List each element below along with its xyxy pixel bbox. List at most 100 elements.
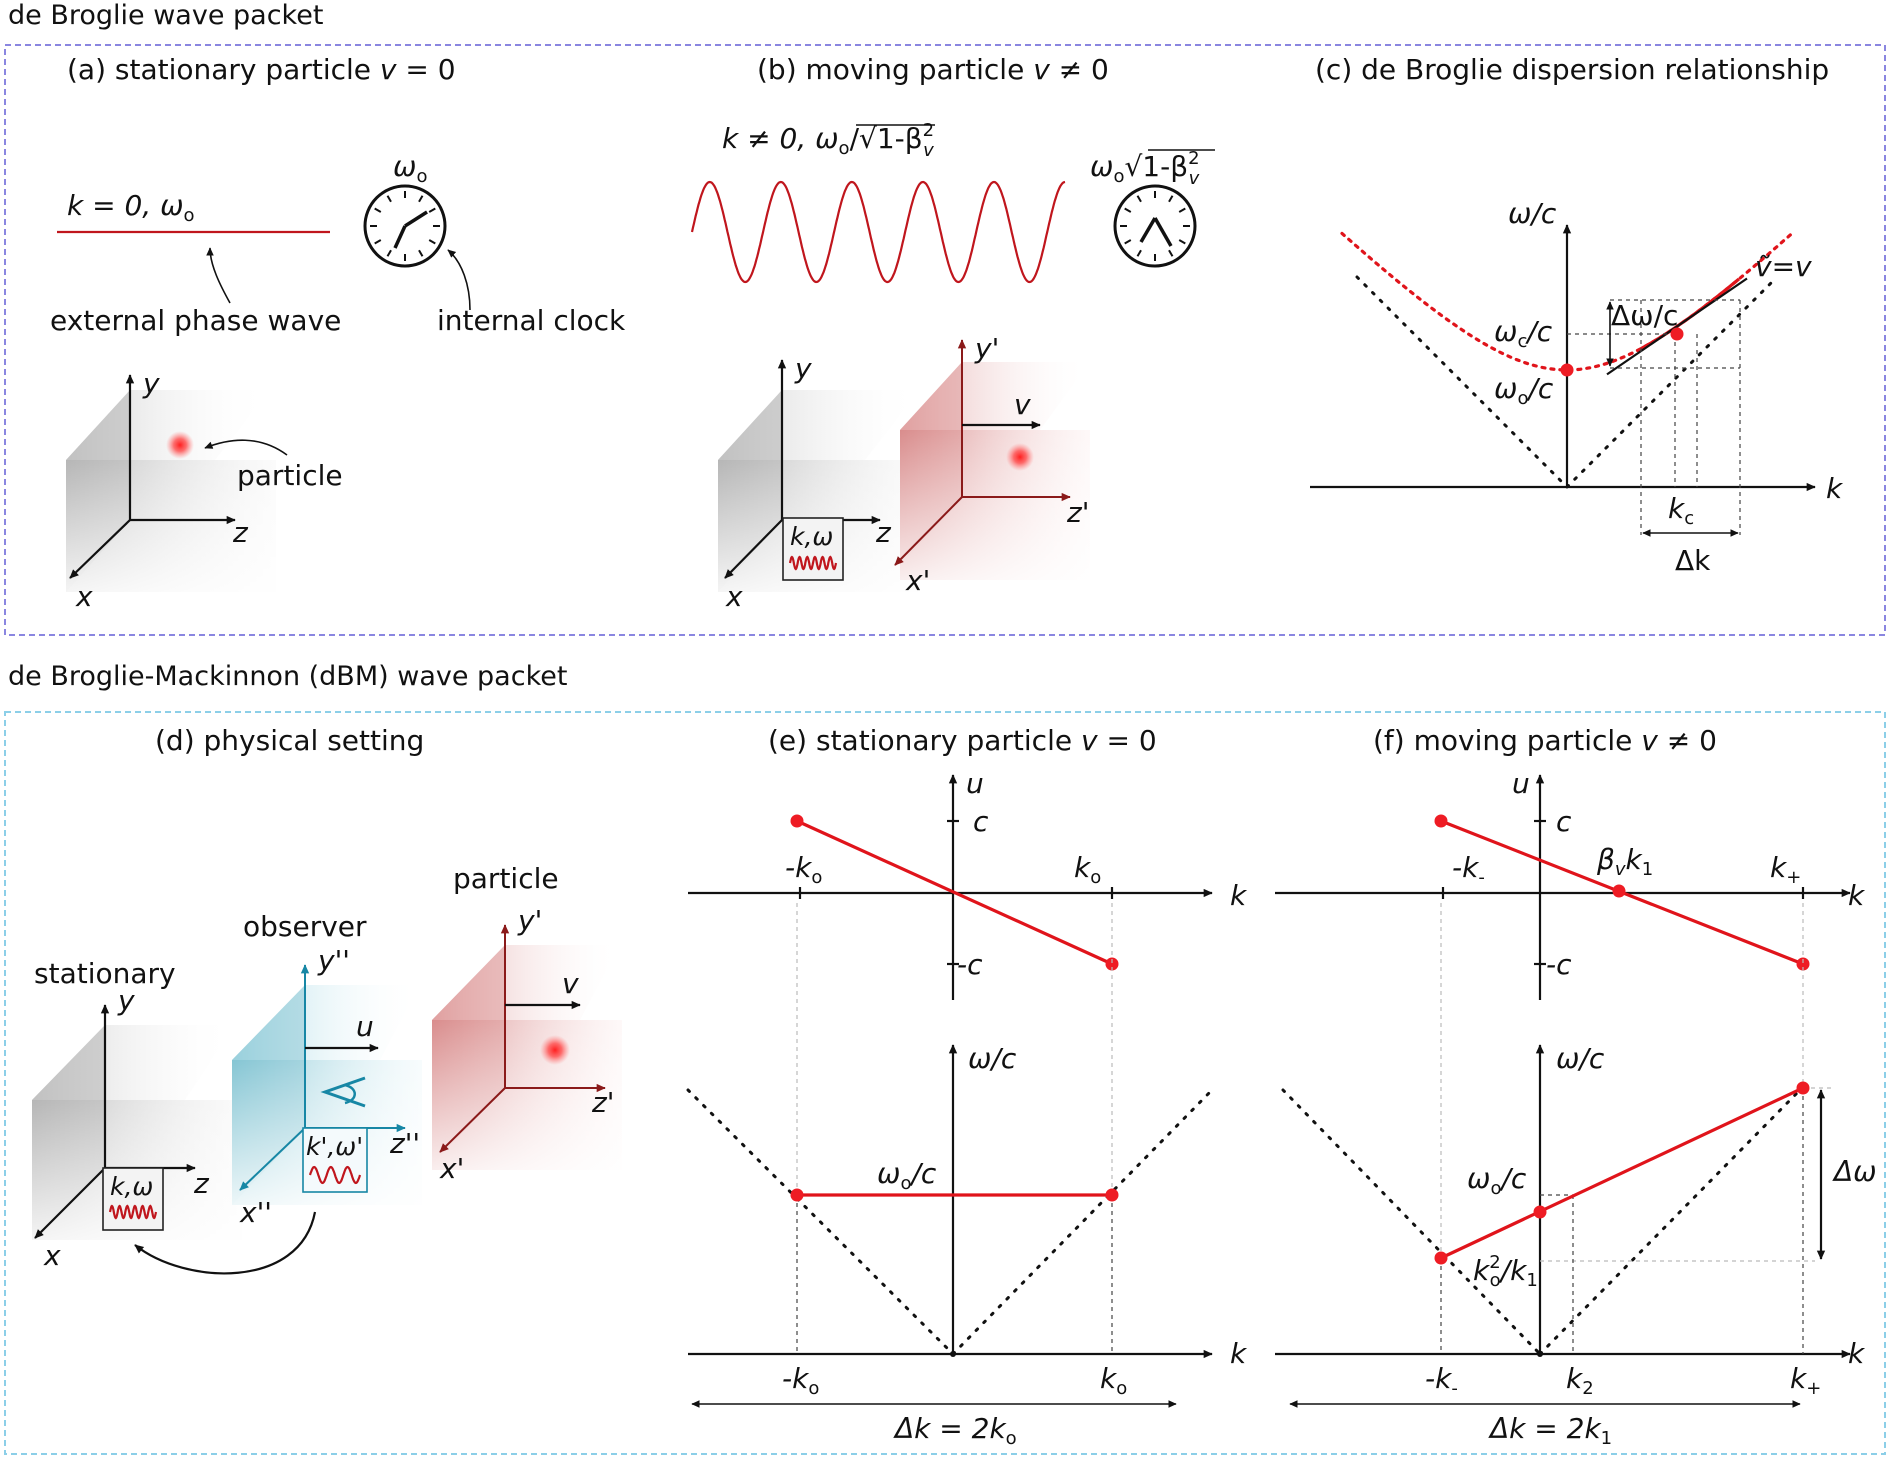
panel-d-title: (d) physical setting (155, 724, 424, 757)
panel-f-light-line-right (1538, 1088, 1802, 1356)
panel-e-u-point-right (1105, 957, 1119, 971)
panel-b-kw-label: k,ω (790, 522, 833, 551)
panel-f-upper-k-label: k (1848, 879, 1866, 912)
panel-a: (a) stationary particle v = 0 k = 0, ωo … (50, 53, 626, 613)
panel-c-rest-point (1560, 363, 1574, 377)
panel-f: (f) moving particle v ≠ 0 u c -c k -k- k… (1275, 724, 1877, 1449)
panel-f-title: (f) moving particle v ≠ 0 (1373, 724, 1717, 757)
panel-e-upper-neg-k-label: -ko (785, 851, 822, 888)
panel-b-velocity-label: v (1014, 388, 1031, 421)
panel-a-x-axis (69, 519, 131, 579)
panel-d-z1-label: z' (591, 1086, 614, 1119)
panel-d-particle-label: particle (453, 862, 559, 895)
panel-c-k-c-label: kc (1668, 492, 1694, 529)
panel-d-x2-label: x'' (239, 1196, 272, 1229)
panel-e-origin (950, 1351, 956, 1357)
panel-a-particle-label: particle (237, 459, 343, 492)
panel-b-kw-box (782, 517, 844, 581)
panel-b-y-prime-label: y' (974, 332, 999, 365)
panel-b-x-prime-label: x' (905, 564, 930, 597)
panel-d-y1-label: y' (517, 904, 542, 937)
panel-d-observer-kw-label: k',ω' (306, 1132, 363, 1161)
panel-b-moving-frame-box (900, 362, 1110, 580)
panel-a-z-label: z (232, 516, 249, 549)
panel-d-v-label: v (562, 967, 579, 1000)
panel-f-light-line-left (1281, 1088, 1542, 1356)
eye-icon (320, 1076, 366, 1108)
panel-d-z-label: z (193, 1167, 210, 1200)
panel-f-u-point-left (1434, 814, 1448, 828)
panel-e-lower-neg-k-label: -ko (782, 1362, 819, 1399)
panel-d-y-label: y (117, 984, 135, 1017)
panel-b-title: (b) moving particle v ≠ 0 (757, 53, 1109, 86)
panel-e-u-point-left (790, 814, 804, 828)
panel-d-observer-label: observer (243, 910, 367, 943)
panel-c-omega-o-label: ωo/c (1494, 372, 1554, 409)
panel-d-particle-frame-box (432, 945, 632, 1170)
panel-d-x-label: x (43, 1239, 61, 1272)
panel-f-c-label: c (1556, 805, 1572, 838)
panel-b-clock-icon (1113, 184, 1197, 268)
panel-d-z2-label: z'' (389, 1127, 420, 1160)
panel-d-observer-mini-wave (308, 1165, 362, 1185)
panel-d-x1-label: x' (439, 1152, 464, 1185)
panel-b-z-prime-label: z' (1066, 496, 1089, 529)
panel-b-x-axis (724, 519, 783, 579)
panel-c-v-tilde-label: ṽ=v (1755, 250, 1812, 283)
panel-a-wave-arrow (206, 247, 231, 304)
panel-c-delta-omega-label: Δω/c (1611, 299, 1678, 332)
panel-d-x2-axis (239, 1127, 306, 1191)
panel-f-u-label: u (1512, 767, 1530, 800)
section-title-bottom: de Broglie-Mackinnon (dBM) wave packet (8, 661, 567, 692)
panel-e-upper-pos-k-label: ko (1074, 851, 1101, 888)
panel-a-x-label: x (75, 580, 93, 613)
panel-e-lower-pos-k-label: ko (1100, 1362, 1127, 1399)
panel-d-stationary-kw-label: k,ω (110, 1172, 153, 1201)
panel-f-omega-point-right (1796, 1081, 1810, 1095)
panel-a-internal-clock: internal clock (437, 304, 626, 337)
panel-f-omega-point-left (1434, 1251, 1448, 1265)
bottom-section-frame (4, 711, 1886, 1455)
panel-f-lower-pos-k-label: k+ (1790, 1362, 1821, 1399)
panel-f-omega-label: ωo/c (1467, 1162, 1527, 1199)
panel-b-y-label: y (794, 352, 812, 385)
panel-e-lower-k-label: k (1230, 1337, 1248, 1370)
panel-c-center-point (1670, 327, 1684, 341)
panel-a-external-phase-wave: external phase wave (50, 304, 341, 337)
panel-d-x-axis (34, 1167, 106, 1239)
panel-e-light-line-right (951, 1088, 1214, 1356)
panel-f-origin (1537, 1351, 1543, 1357)
panel-e-omega-point-right (1105, 1188, 1119, 1202)
panel-e-omega-label: ωo/c (877, 1157, 937, 1194)
panel-c-k-label: k (1826, 472, 1844, 505)
panel-e-omega-axis-label: ω/c (968, 1042, 1017, 1075)
panel-f-omega-point-mid (1533, 1205, 1547, 1219)
panel-f-u-point-right (1796, 957, 1810, 971)
panel-f-delta-omega-label: Δω (1832, 1155, 1877, 1188)
panel-d-stationary-kw-box (102, 1167, 164, 1231)
panel-e-title: (e) stationary particle v = 0 (768, 724, 1157, 757)
top-section-frame (4, 44, 1886, 636)
panel-e-upper-k-label: k (1230, 879, 1248, 912)
panel-b-x-label: x (725, 580, 743, 613)
panel-f-upper-pos-k-label: k+ (1770, 851, 1801, 888)
section-title-top: de Broglie wave packet (8, 0, 323, 31)
panel-f-beta-k-label: βvk1 (1596, 843, 1653, 880)
panel-a-clock-icon (363, 184, 447, 268)
panel-e: (e) stationary particle v = 0 u c -c k -… (686, 724, 1248, 1449)
panel-f-lower-k-label: k (1848, 1337, 1866, 1370)
panel-a-particle (166, 431, 194, 459)
panel-b-particle (1006, 443, 1034, 471)
panel-f-u-point-zero (1612, 884, 1626, 898)
panel-d-stationary-label: stationary (34, 957, 176, 990)
panel-c-omega-c-label: ωc/c (1494, 315, 1553, 352)
panel-a-particle-arrow (204, 439, 288, 456)
panel-e-u-label: u (966, 767, 984, 800)
panel-d-x1-axis (439, 1087, 506, 1153)
panel-f-k2-label: k2 (1566, 1362, 1594, 1399)
panel-a-frame-box (66, 390, 296, 592)
